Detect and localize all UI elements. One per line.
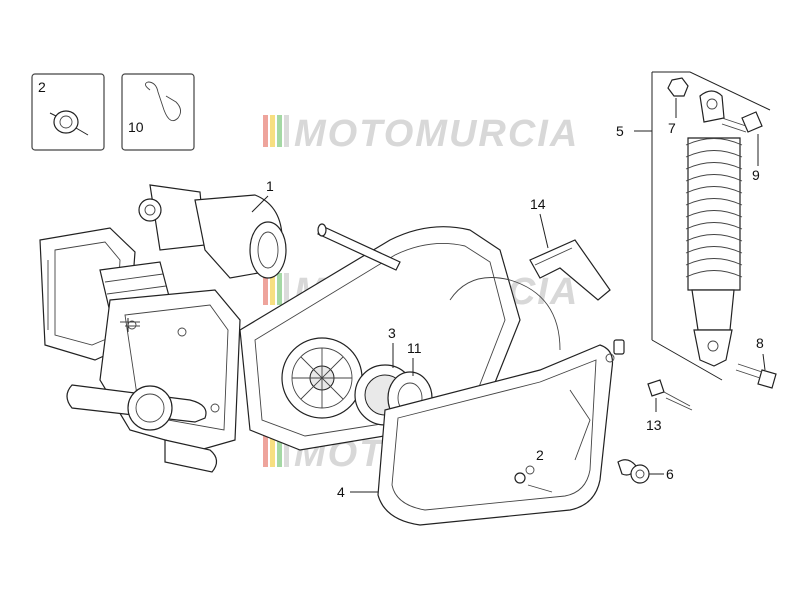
leader-14 <box>539 213 549 249</box>
callout-13: 13 <box>646 417 662 433</box>
callout-8: 8 <box>756 335 764 351</box>
callout-7: 7 <box>668 120 676 136</box>
engine-block <box>39 184 287 473</box>
callout-5: 5 <box>616 123 624 139</box>
callout-6: 6 <box>666 466 674 482</box>
wire-clip-icon <box>145 81 181 122</box>
inset-box-wire-clip: 10 <box>121 73 195 151</box>
callout-10: 10 <box>128 119 144 135</box>
callout-14: 14 <box>530 196 546 212</box>
callout-9: 9 <box>752 167 760 183</box>
callout-3: 3 <box>388 325 396 341</box>
callout-2-box: 2 <box>38 79 46 95</box>
leader-1 <box>251 195 269 213</box>
shock-absorber-group <box>634 71 777 389</box>
inset-box-grommet: 2 <box>31 73 105 151</box>
bracket <box>529 239 611 301</box>
grommet-icon <box>49 110 89 136</box>
watermark-text: MOTOMURCIA <box>294 113 579 155</box>
callout-1: 1 <box>266 178 274 194</box>
leader-8 <box>762 353 766 371</box>
callout-4: 4 <box>337 484 345 500</box>
watermark-top: MOTOMURCIA <box>263 113 579 155</box>
outer-cover <box>377 344 615 526</box>
callout-2: 2 <box>536 447 544 463</box>
callout-11: 11 <box>407 340 422 356</box>
cover-bolts <box>514 339 693 493</box>
